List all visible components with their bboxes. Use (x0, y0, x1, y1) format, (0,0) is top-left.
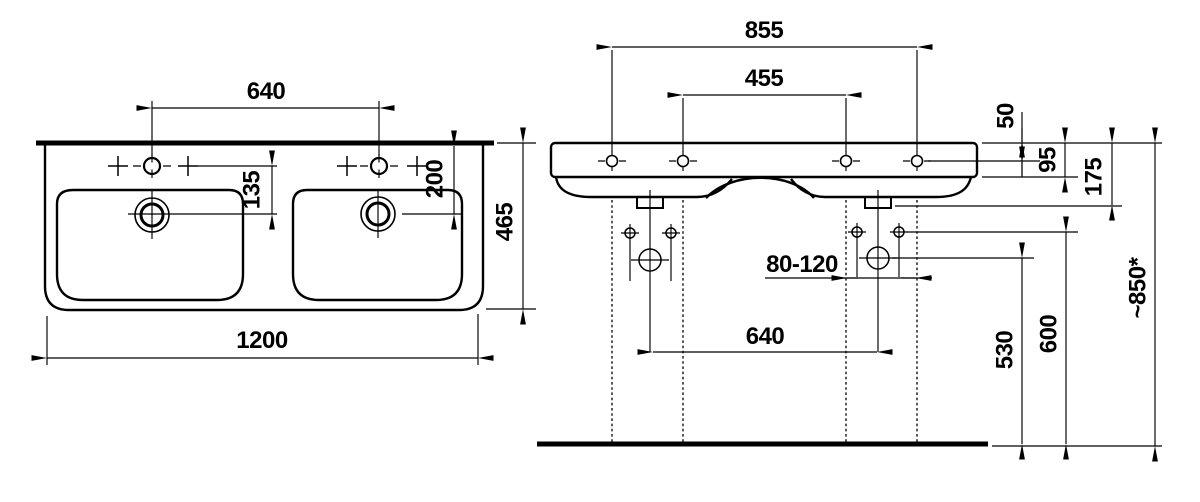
dim-front-drain-spacing: 640 (637, 323, 893, 355)
hidden-lines (611, 200, 918, 442)
dim-front-rim-to-hole-label: 50 (992, 103, 1019, 129)
tap-position-cross-marks (108, 156, 427, 176)
dim-plan-width-label: 1200 (236, 327, 288, 354)
dim-front-rim-height: ~850* (1124, 127, 1158, 462)
dim-front-drain-height: 530 (991, 242, 1025, 460)
dim-plan-tap-spacing-label: 640 (247, 78, 286, 105)
tap-hole-right-icon (360, 154, 398, 178)
supply-connection-icons (621, 223, 908, 281)
dim-front-outer-holes-label: 855 (745, 17, 784, 44)
front-bowl-left (554, 176, 733, 199)
dim-front-edge-height: 95 (1034, 127, 1068, 193)
tap-hole-left-icon (133, 154, 171, 178)
plan-basin-right (291, 188, 464, 302)
front-center-arch (705, 176, 815, 199)
dim-front-supply-height-label: 600 (1035, 315, 1062, 354)
dim-front-drain-height-label: 530 (991, 331, 1018, 370)
dim-plan-tap-to-drain-label: 135 (238, 171, 265, 210)
hole-centerlines-upper (611, 50, 918, 152)
fixing-holes (598, 151, 931, 171)
drain-left-icon (134, 191, 170, 239)
dim-front-inner-holes: 455 (667, 65, 862, 98)
front-rim-outline (549, 141, 979, 179)
dim-front-supply-range: 80-120 (765, 251, 932, 281)
dim-plan-back-to-drain: 200 (402, 130, 462, 230)
fixing-hole-icon (598, 151, 626, 171)
supply-screw-icon (848, 223, 866, 277)
dim-front-outer-holes: 855 (596, 17, 933, 50)
plan-basin-left (55, 188, 245, 302)
supply-screw-icon (890, 223, 908, 277)
extension-lines-right (892, 142, 1162, 447)
drain-outlet-left-icon (631, 248, 669, 272)
front-view: 855 455 50 95 175 ~850* (537, 17, 1162, 462)
dim-plan-depth-label: 465 (491, 203, 518, 242)
supply-screw-icon (662, 224, 680, 281)
dim-plan-back-to-drain-label: 200 (421, 160, 448, 199)
dim-plan-width: 1200 (31, 314, 494, 365)
drain-outlet-right-icon (859, 246, 897, 270)
plan-body-outline (43, 145, 485, 312)
dim-front-rim-to-hole: 50 (992, 103, 1025, 177)
dim-plan-tap-spacing: 640 (136, 78, 395, 156)
fixing-hole-icon (669, 151, 697, 171)
fixing-hole-icon (832, 151, 860, 171)
supply-screw-icon (621, 224, 639, 281)
dim-front-rim-height-label: ~850* (1124, 256, 1151, 318)
dim-plan-tap-to-drain: 135 (128, 150, 277, 230)
dim-front-inner-holes-label: 455 (745, 65, 784, 92)
fixing-hole-icon (903, 151, 931, 171)
dim-front-supply-range-label: 80-120 (766, 251, 838, 278)
dim-front-body-height: 175 (1080, 127, 1115, 221)
dim-front-drain-spacing-label: 640 (746, 323, 785, 350)
dim-plan-depth: 465 (486, 127, 536, 325)
drain-right-icon (360, 190, 396, 238)
dim-front-supply-height: 600 (1035, 216, 1069, 460)
dim-front-body-height-label: 175 (1080, 158, 1107, 197)
dim-front-edge-height-label: 95 (1034, 147, 1061, 173)
front-bowl-right (790, 176, 973, 199)
plan-view: 640 135 200 465 1200 (31, 78, 536, 365)
